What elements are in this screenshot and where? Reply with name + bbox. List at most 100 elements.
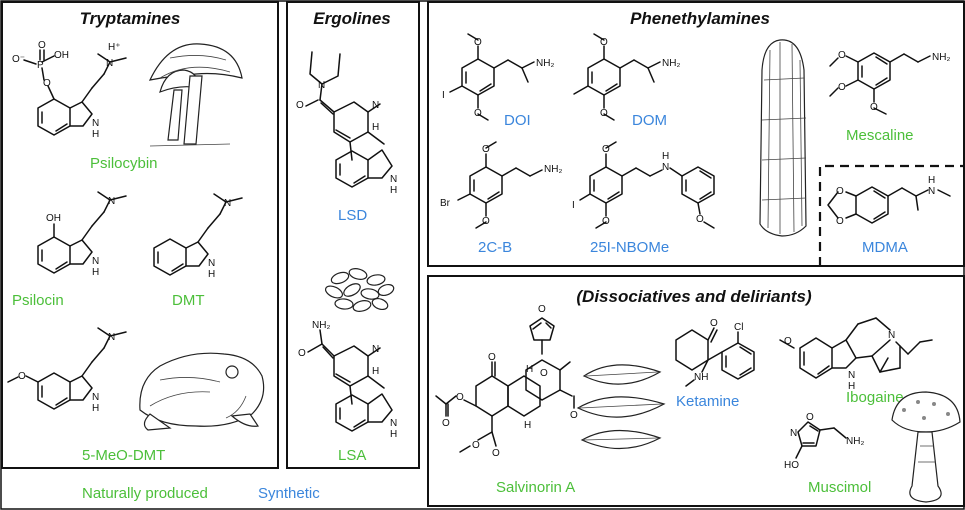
2c-b-structure bbox=[457, 141, 543, 229]
salvinorin-o-ketone: O bbox=[488, 352, 496, 363]
salvinorin-o-acetate: O bbox=[456, 392, 464, 403]
mescaline-nh2: NH₂ bbox=[932, 52, 950, 63]
ketamine-structure bbox=[675, 327, 755, 387]
label-2c-b: 2C-B bbox=[478, 239, 512, 256]
dmt-nh-n: N bbox=[208, 258, 215, 269]
doi-o-bottom: O bbox=[474, 108, 482, 119]
psilocybin-h-plus: H⁺ bbox=[108, 42, 121, 53]
label-dmt: DMT bbox=[172, 292, 205, 309]
lsa-structure bbox=[307, 329, 393, 432]
salvinorin-o-lactone: O bbox=[540, 368, 548, 379]
dmt-structure bbox=[153, 193, 243, 276]
psilocin-structure bbox=[37, 191, 127, 274]
ergolines-panel bbox=[286, 1, 420, 469]
dom-nh2: NH₂ bbox=[662, 58, 680, 69]
mdma-o-1: O bbox=[836, 186, 844, 197]
ketamine-o: O bbox=[710, 318, 718, 329]
salvinorin-o-ester-carbonyl: O bbox=[492, 448, 500, 459]
lsd-h: H bbox=[372, 122, 379, 133]
ibogaine-nh-n: N bbox=[848, 370, 855, 381]
label-ibogaine: Ibogaine bbox=[846, 389, 904, 406]
mdma-dashed-box bbox=[818, 164, 964, 266]
lsa-o: O bbox=[298, 348, 306, 359]
2c-b-o-top: O bbox=[482, 144, 490, 155]
mescaline-o-2: O bbox=[838, 82, 846, 93]
psilocin-oh: OH bbox=[46, 213, 61, 224]
lsd-nh-n: N bbox=[390, 174, 397, 185]
legend-natural: Naturally produced bbox=[82, 485, 208, 502]
amanita-illustration bbox=[891, 391, 961, 503]
label-psilocin: Psilocin bbox=[12, 292, 64, 309]
ibogaine-nh-h: H bbox=[848, 381, 855, 392]
lsa-nh-h: H bbox=[390, 429, 397, 440]
psilocybin-structure bbox=[23, 49, 127, 136]
salvinorin-o-carbonyl-right: O bbox=[570, 410, 578, 421]
dissociatives-panel bbox=[427, 275, 965, 507]
ketamine-nh: NH bbox=[694, 372, 708, 383]
label-salvinorin-a: Salvinorin A bbox=[496, 479, 575, 496]
5-meo-dmt-structure bbox=[7, 327, 127, 410]
label-dom: DOM bbox=[632, 112, 667, 129]
tryptamines-title: Tryptamines bbox=[80, 9, 181, 28]
psilocybin-nh-h: H bbox=[92, 129, 99, 140]
label-muscimol: Muscimol bbox=[808, 479, 871, 496]
label-5-meo-dmt: 5-MeO-DMT bbox=[82, 447, 165, 464]
psilocin-nh-h: H bbox=[92, 267, 99, 278]
salvinorin-o-ester: O bbox=[472, 440, 480, 451]
psilocybin-o-top: O bbox=[38, 40, 46, 51]
dom-structure bbox=[573, 33, 661, 121]
label-25i-nbome: 25I-NBOMe bbox=[590, 239, 669, 256]
lsd-n-ring: N bbox=[372, 100, 379, 111]
ketamine-cl: Cl bbox=[734, 322, 743, 333]
lsa-h: H bbox=[372, 366, 379, 377]
muscimol-ho: HO bbox=[784, 460, 799, 471]
dom-o-bottom: O bbox=[600, 108, 608, 119]
25i-nbome-o-top: O bbox=[602, 144, 610, 155]
salvinorin-a-structure bbox=[435, 317, 575, 453]
25i-nbome-n: N bbox=[662, 162, 669, 173]
lsd-nh-h: H bbox=[390, 185, 397, 196]
psilocybin-nh-n: N bbox=[92, 118, 99, 129]
leaves-illustration bbox=[576, 364, 666, 450]
psilocybin-p: P bbox=[37, 60, 44, 71]
ibogaine-n: N bbox=[888, 330, 895, 341]
2c-b-nh2: NH₂ bbox=[544, 164, 562, 175]
muscimol-structure bbox=[795, 421, 847, 459]
doi-o-top: O bbox=[474, 37, 482, 48]
dmt-n: N bbox=[224, 198, 231, 209]
doi-i: I bbox=[442, 90, 445, 101]
dissociatives-title: (Dissociatives and deliriants) bbox=[576, 287, 812, 306]
mescaline-o-3: O bbox=[870, 102, 878, 113]
label-mescaline: Mescaline bbox=[846, 127, 914, 144]
phenethylamines-title: Phenethylamines bbox=[630, 9, 770, 28]
2c-b-br: Br bbox=[440, 198, 451, 209]
ibogaine-structure bbox=[779, 317, 933, 379]
mdma-structure bbox=[827, 186, 951, 224]
psilocybin-n-plus: N bbox=[106, 58, 113, 69]
2c-b-o-bottom: O bbox=[482, 216, 490, 227]
toad-illustration bbox=[139, 352, 265, 431]
muscimol-o: O bbox=[806, 412, 814, 423]
psilocybin-o-ring: O bbox=[43, 78, 51, 89]
salvinorin-o-furan: O bbox=[538, 304, 546, 315]
ergolines-title: Ergolines bbox=[313, 9, 390, 28]
label-psilocybin: Psilocybin bbox=[90, 155, 158, 172]
label-lsa: LSA bbox=[338, 447, 366, 464]
5-meo-dmt-n: N bbox=[108, 332, 115, 343]
psilocin-nh-n: N bbox=[92, 256, 99, 267]
lsd-o: O bbox=[296, 100, 304, 111]
legend-synthetic: Synthetic bbox=[258, 485, 320, 502]
label-mdma: MDMA bbox=[862, 239, 908, 256]
phenethylamines-panel bbox=[427, 1, 965, 267]
label-lsd: LSD bbox=[338, 207, 367, 224]
lsa-nh2: NH₂ bbox=[312, 320, 330, 331]
25i-nbome-i: I bbox=[572, 200, 575, 211]
doi-structure bbox=[449, 33, 535, 121]
lsa-n-ring: N bbox=[372, 344, 379, 355]
dmt-nh-h: H bbox=[208, 269, 215, 280]
25i-nbome-h: H bbox=[662, 151, 669, 162]
5-meo-dmt-nh-h: H bbox=[92, 403, 99, 414]
cactus-illustration bbox=[759, 39, 807, 237]
label-doi: DOI bbox=[504, 112, 531, 129]
